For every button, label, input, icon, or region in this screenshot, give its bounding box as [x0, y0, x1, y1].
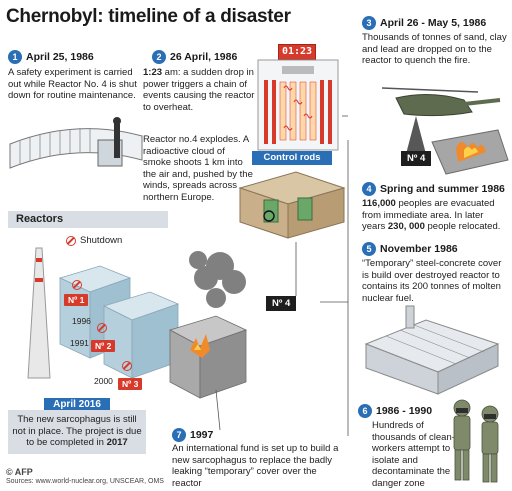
step-4-text-a: peoples are evacuated from immediate are… — [362, 198, 495, 232]
step-date: 26 April, 1986 — [170, 51, 238, 63]
reactor-core-diagram — [257, 59, 339, 151]
step-date: 1997 — [190, 429, 214, 441]
reactor-year: 1996 — [72, 316, 91, 326]
shutdown-icon — [72, 280, 82, 290]
april-2016-heading: April 2016 — [44, 398, 110, 412]
step-5-text: “Temporary” steel-concrete cover is buil… — [362, 258, 502, 304]
step-1-text: A safety experiment is carried out while… — [8, 67, 137, 101]
reactor-2: Nº 2 — [91, 323, 116, 354]
step-4-count-a: 116,000 — [362, 198, 396, 209]
step-7-text: An international fund is set up to build… — [172, 443, 339, 489]
shutdown-label: Shutdown — [80, 235, 123, 246]
step-date: April 25, 1986 — [26, 51, 94, 63]
step-4-text: 116,000 peoples are evacuated from immed… — [362, 198, 508, 233]
afp-logo: © AFP — [6, 467, 33, 477]
step-3-text: Thousands of tonnes of sand, clay and le… — [362, 32, 507, 66]
step-3-heading: 3 April 26 - May 5, 1986 — [362, 16, 486, 30]
shutdown-legend: Shutdown — [66, 235, 122, 247]
sarcophagus-illustration — [364, 305, 500, 395]
step-number: 4 — [362, 182, 376, 196]
reactor-cutaway-illustration — [238, 171, 346, 239]
control-room-illustration — [9, 117, 143, 169]
step-2-text-b: Reactor no.4 explodes. A radioactive clo… — [143, 134, 253, 203]
reactor-3: Nº 3 — [118, 361, 143, 392]
step-4-heading: 4 Spring and summer 1986 — [362, 182, 505, 196]
sources-credit: Sources: www.world-nuclear.org, UNSCEAR,… — [6, 478, 164, 485]
step-number: 5 — [362, 242, 376, 256]
step-2-text-a: 1:23 am: a sudden drop in power triggers… — [143, 67, 261, 113]
step-number: 2 — [152, 50, 166, 64]
reactor-tag: Nº 2 — [91, 340, 116, 352]
step-date: November 1986 — [380, 243, 458, 255]
step-6-heading: 6 1986 - 1990 — [358, 404, 432, 418]
helicopter-reactor-tag: Nº 4 — [401, 151, 432, 166]
april-2016-text: The new sarcophagus is still not in plac… — [12, 414, 142, 448]
reactor-tag: Nº 1 — [64, 294, 89, 306]
shutdown-icon — [97, 323, 107, 333]
step-number: 6 — [358, 404, 372, 418]
step-6-text: Hundreds of thousands of clean-up worker… — [372, 420, 466, 489]
reactor-tag: Nº 3 — [118, 378, 143, 390]
reactor-year: 1991 — [70, 338, 89, 348]
april-2016-year: 2017 — [106, 437, 128, 448]
step-2-text: am: a sudden drop in power triggers a ch… — [143, 67, 255, 113]
shutdown-icon — [66, 235, 76, 246]
reactor-1: Nº 1 — [64, 280, 89, 308]
step-date: April 26 - May 5, 1986 — [380, 17, 487, 29]
reactor-4-tag: Nº 4 — [266, 296, 297, 311]
reactor-year: 2000 — [94, 376, 113, 386]
step-number: 3 — [362, 16, 376, 30]
step-2-heading: 2 26 April, 1986 — [152, 50, 237, 64]
reactors-heading: Reactors — [8, 211, 168, 228]
control-rods-label: Control rods — [252, 151, 332, 165]
step-7-heading: 7 1997 — [172, 428, 213, 442]
step-date: 1986 - 1990 — [376, 405, 433, 417]
helicopter-illustration — [381, 87, 509, 175]
step-1-heading: 1 April 25, 1986 — [8, 50, 94, 64]
step-number: 1 — [8, 50, 22, 64]
step-4-count-b: 230, 000 — [387, 221, 425, 232]
shutdown-icon — [122, 361, 132, 371]
cleanup-workers-illustration — [453, 399, 499, 483]
step-date: Spring and summer 1986 — [380, 183, 505, 195]
step-4-text-b: people relocated. — [424, 221, 501, 232]
step-number: 7 — [172, 428, 186, 442]
step-5-heading: 5 November 1986 — [362, 242, 458, 256]
april-2016-note: The new sarcophagus is still not in plac… — [8, 410, 146, 454]
page-title: Chernobyl: timeline of a disaster — [6, 6, 291, 27]
step-2-time: 1:23 — [143, 67, 163, 78]
